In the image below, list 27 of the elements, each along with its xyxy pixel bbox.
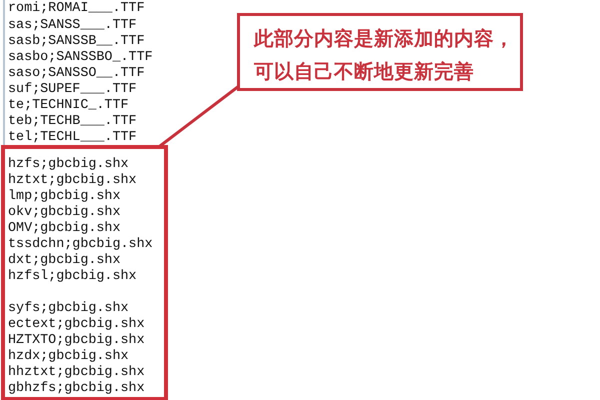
- callout-box: [237, 13, 523, 91]
- font-mapping-line: hzfsl;gbcbig.shx: [8, 269, 137, 285]
- font-mapping-line: sas;SANSS___.TTF: [8, 18, 137, 34]
- font-mapping-line: lmp;gbcbig.shx: [8, 189, 120, 205]
- font-mapping-line: te;TECHNIC_.TTF: [8, 98, 129, 114]
- callout-text: 此部分内容是新添加的内容，可以自己不断地更新完善: [254, 26, 515, 85]
- font-mapping-line: tssdchn;gbcbig.shx: [8, 237, 153, 253]
- font-mapping-line: ectext;gbcbig.shx: [8, 317, 145, 333]
- font-mapping-line: gbhzfs;gbcbig.shx: [8, 381, 145, 397]
- font-mapping-line: teb;TECHB___.TTF: [8, 114, 137, 130]
- font-mapping-line: okv;gbcbig.shx: [8, 205, 120, 221]
- font-mapping-line: tel;TECHL___.TTF: [8, 130, 137, 146]
- font-mapping-line: hzdx;gbcbig.shx: [8, 349, 129, 365]
- font-mapping-line: suf;SUPEF___.TTF: [8, 82, 137, 98]
- font-mapping-line: dxt;gbcbig.shx: [8, 253, 120, 269]
- font-mapping-line: sasbo;SANSSBO_.TTF: [8, 50, 153, 66]
- font-mapping-line: hzfs;gbcbig.shx: [8, 157, 129, 173]
- font-mapping-line: HZTXTO;gbcbig.shx: [8, 333, 145, 349]
- font-mapping-line: saso;SANSSO__.TTF: [8, 66, 145, 82]
- font-mapping-line: sasb;SANSSB__.TTF: [8, 34, 145, 50]
- font-mapping-line: OMV;gbcbig.shx: [8, 221, 120, 237]
- font-mapping-line: syfs;gbcbig.shx: [8, 301, 129, 317]
- highlight-box: [1, 145, 168, 400]
- font-mapping-line: hhztxt;gbcbig.shx: [8, 365, 145, 381]
- font-mapping-line: romi;ROMAI___.TTF: [8, 1, 145, 17]
- font-mapping-line: hztxt;gbcbig.shx: [8, 173, 137, 189]
- leader-line: [159, 84, 240, 148]
